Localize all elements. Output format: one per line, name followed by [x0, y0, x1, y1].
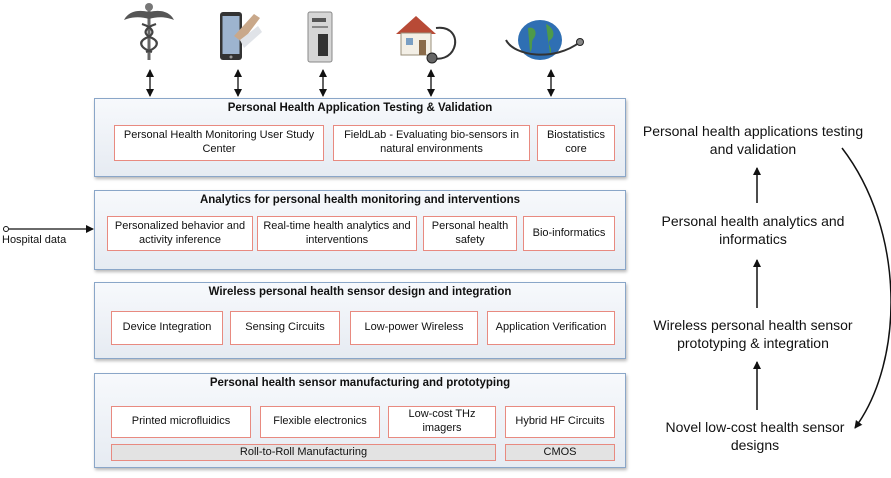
box-sensing-circuits: Sensing Circuits — [230, 311, 340, 345]
box-roll-to-roll: Roll-to-Roll Manufacturing — [111, 444, 496, 461]
box-hybrid-hf-circuits: Hybrid HF Circuits — [505, 406, 615, 438]
hospital-data-label: Hospital data — [2, 234, 67, 246]
box-device-integration: Device Integration — [111, 311, 223, 345]
box-thz-imagers: Low-cost THz imagers — [388, 406, 496, 438]
panel-title: Personal Health Application Testing & Va… — [227, 102, 493, 114]
box-low-power-wireless: Low-power Wireless — [350, 311, 478, 345]
box-cmos: CMOS — [505, 444, 615, 461]
panel-title: Wireless personal health sensor design a… — [208, 286, 512, 298]
hospital-data-node — [3, 226, 9, 232]
panel-manufacturing: Personal health sensor manufacturing and… — [94, 373, 626, 468]
panel-wireless-sensor: Wireless personal health sensor design a… — [94, 282, 626, 359]
cycle-label-analytics: Personal health analytics and informatic… — [661, 213, 845, 248]
cycle-label-wireless: Wireless personal health sensor prototyp… — [653, 317, 853, 352]
box-fieldlab: FieldLab - Evaluating bio-sensors in nat… — [333, 125, 530, 161]
box-flexible-electronics: Flexible electronics — [260, 406, 380, 438]
smartphone-icon — [214, 6, 264, 66]
box-realtime-analytics: Real-time health analytics and intervent… — [257, 216, 417, 251]
cycle-label-testing: Personal health applications testing and… — [642, 123, 864, 158]
panel-title: Personal health sensor manufacturing and… — [209, 377, 511, 389]
cycle-feedback-arrow — [841, 147, 891, 429]
box-behavior-inference: Personalized behavior and activity infer… — [107, 216, 253, 251]
box-printed-microfluidics: Printed microfluidics — [111, 406, 251, 438]
box-health-safety: Personal health safety — [423, 216, 517, 251]
cycle-label-novel-designs: Novel low-cost health sensor designs — [665, 419, 845, 454]
sensor-device-icon — [306, 10, 336, 64]
box-bio-informatics: Bio-informatics — [523, 216, 615, 251]
caduceus-icon — [124, 2, 174, 64]
house-stethoscope-icon — [392, 8, 466, 66]
box-user-study-center: Personal Health Monitoring User Study Ce… — [114, 125, 324, 161]
box-biostatistics-core: Biostatistics core — [537, 125, 615, 161]
panel-analytics: Analytics for personal health monitoring… — [94, 190, 626, 270]
panel-title: Analytics for personal health monitoring… — [199, 194, 521, 206]
globe-stethoscope-icon — [504, 12, 584, 68]
box-application-verification: Application Verification — [487, 311, 615, 345]
panel-application-testing: Personal Health Application Testing & Va… — [94, 98, 626, 177]
